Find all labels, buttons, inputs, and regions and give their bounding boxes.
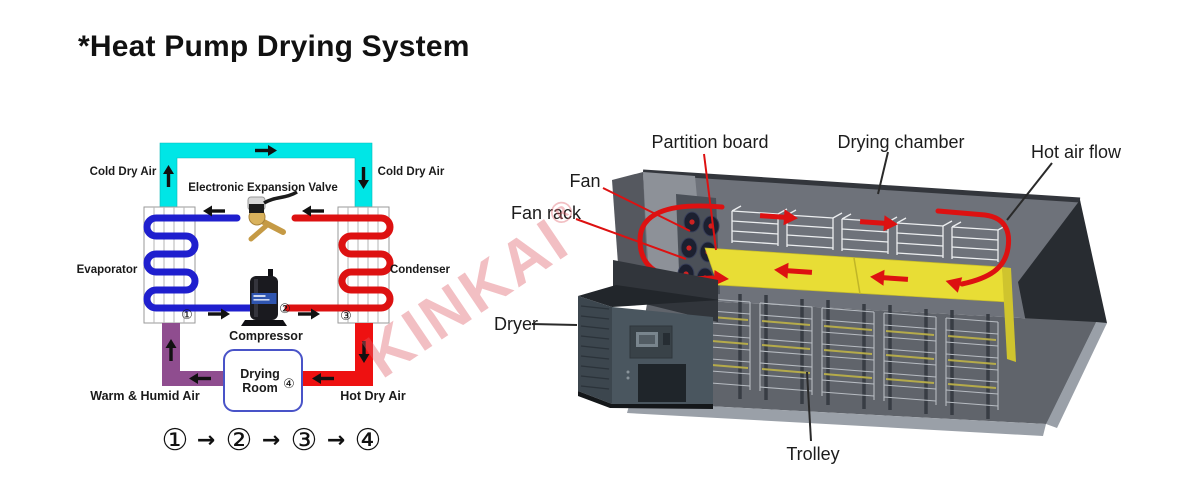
- expansion-valve-graphic: [247, 190, 298, 242]
- dryer-vent-grille: [580, 305, 610, 390]
- sequence-step-4: ④: [355, 423, 382, 458]
- sequence-arrow-icon: →: [327, 428, 345, 453]
- dryer-base: [578, 391, 713, 409]
- step-marker-2: ②: [279, 302, 291, 317]
- trolley-label: Trolley: [786, 444, 839, 464]
- partition-board: [704, 247, 1016, 362]
- warm-humid-pipe: [162, 323, 224, 386]
- evaporator-coil: [143, 214, 254, 312]
- fan-label: Fan: [569, 171, 600, 191]
- step-marker-3: ③: [340, 309, 352, 324]
- warm-humid-air-label: Warm & Humid Air: [90, 389, 200, 403]
- sequence-step-2: ②: [226, 423, 253, 458]
- sequence-arrow-icon: →: [197, 428, 215, 453]
- drying-room-box: Drying Room ④: [223, 349, 303, 412]
- condenser-unit: [284, 206, 394, 324]
- airflow-u-turn-right: [935, 208, 1012, 287]
- chamber-floor-right-edge: [1046, 322, 1107, 428]
- drying-room-label-line2: Room: [242, 381, 277, 395]
- drying-chamber-label: Drying chamber: [837, 132, 964, 152]
- hot-dry-air-label: Hot Dry Air: [340, 389, 406, 403]
- cold-dry-air-left-label: Cold Dry Air: [90, 166, 157, 178]
- fan-rack-label: Fan rack: [511, 203, 582, 223]
- step-marker-4: ④: [283, 377, 295, 392]
- dryer-slot: [663, 333, 670, 345]
- leader-lines: [531, 151, 1053, 442]
- sequence-step-3: ③: [291, 423, 318, 458]
- cycle-sequence: ① → ② → ③ → ④: [162, 423, 382, 458]
- fan-icon: [702, 215, 720, 237]
- hot-dry-pipe: [302, 323, 373, 386]
- fan-icon: [680, 237, 698, 259]
- partition-board-label: Partition board: [651, 132, 768, 152]
- compressor-graphic: [241, 269, 287, 326]
- compressor-label: Compressor: [229, 329, 303, 343]
- heat-pump-cycle-diagram: Drying Room ④ ① ② ③ Cold Dry Air Cold Dr…: [77, 142, 451, 458]
- step-marker-1: ①: [181, 308, 193, 323]
- dryer-top-face: [578, 285, 720, 307]
- hot-air-flow-label: Hot air flow: [1031, 142, 1122, 162]
- sequence-step-1: ①: [162, 423, 189, 458]
- evaporator-unit: [143, 206, 254, 324]
- dryer-label: Dryer: [494, 314, 538, 334]
- cold-air-duct: [159, 142, 373, 208]
- page-title: *Heat Pump Drying System: [78, 30, 470, 63]
- condenser-coil: [284, 214, 394, 312]
- chamber-floor-front-edge: [627, 402, 1046, 436]
- dryer-unit: [578, 260, 720, 409]
- drying-chamber-illustration: Partition board Drying chamber Hot air f…: [494, 132, 1122, 464]
- fan-icon: [683, 211, 701, 233]
- sequence-arrow-icon: →: [262, 428, 280, 453]
- expansion-valve-label: Electronic Expansion Valve: [188, 182, 338, 194]
- condenser-label: Condenser: [390, 264, 451, 276]
- evaporator-label: Evaporator: [77, 264, 138, 276]
- drying-room-label-line1: Drying: [240, 367, 280, 381]
- cold-dry-air-right-label: Cold Dry Air: [378, 166, 445, 178]
- dryer-door: [638, 364, 686, 402]
- dryer-rear-block: [613, 260, 718, 322]
